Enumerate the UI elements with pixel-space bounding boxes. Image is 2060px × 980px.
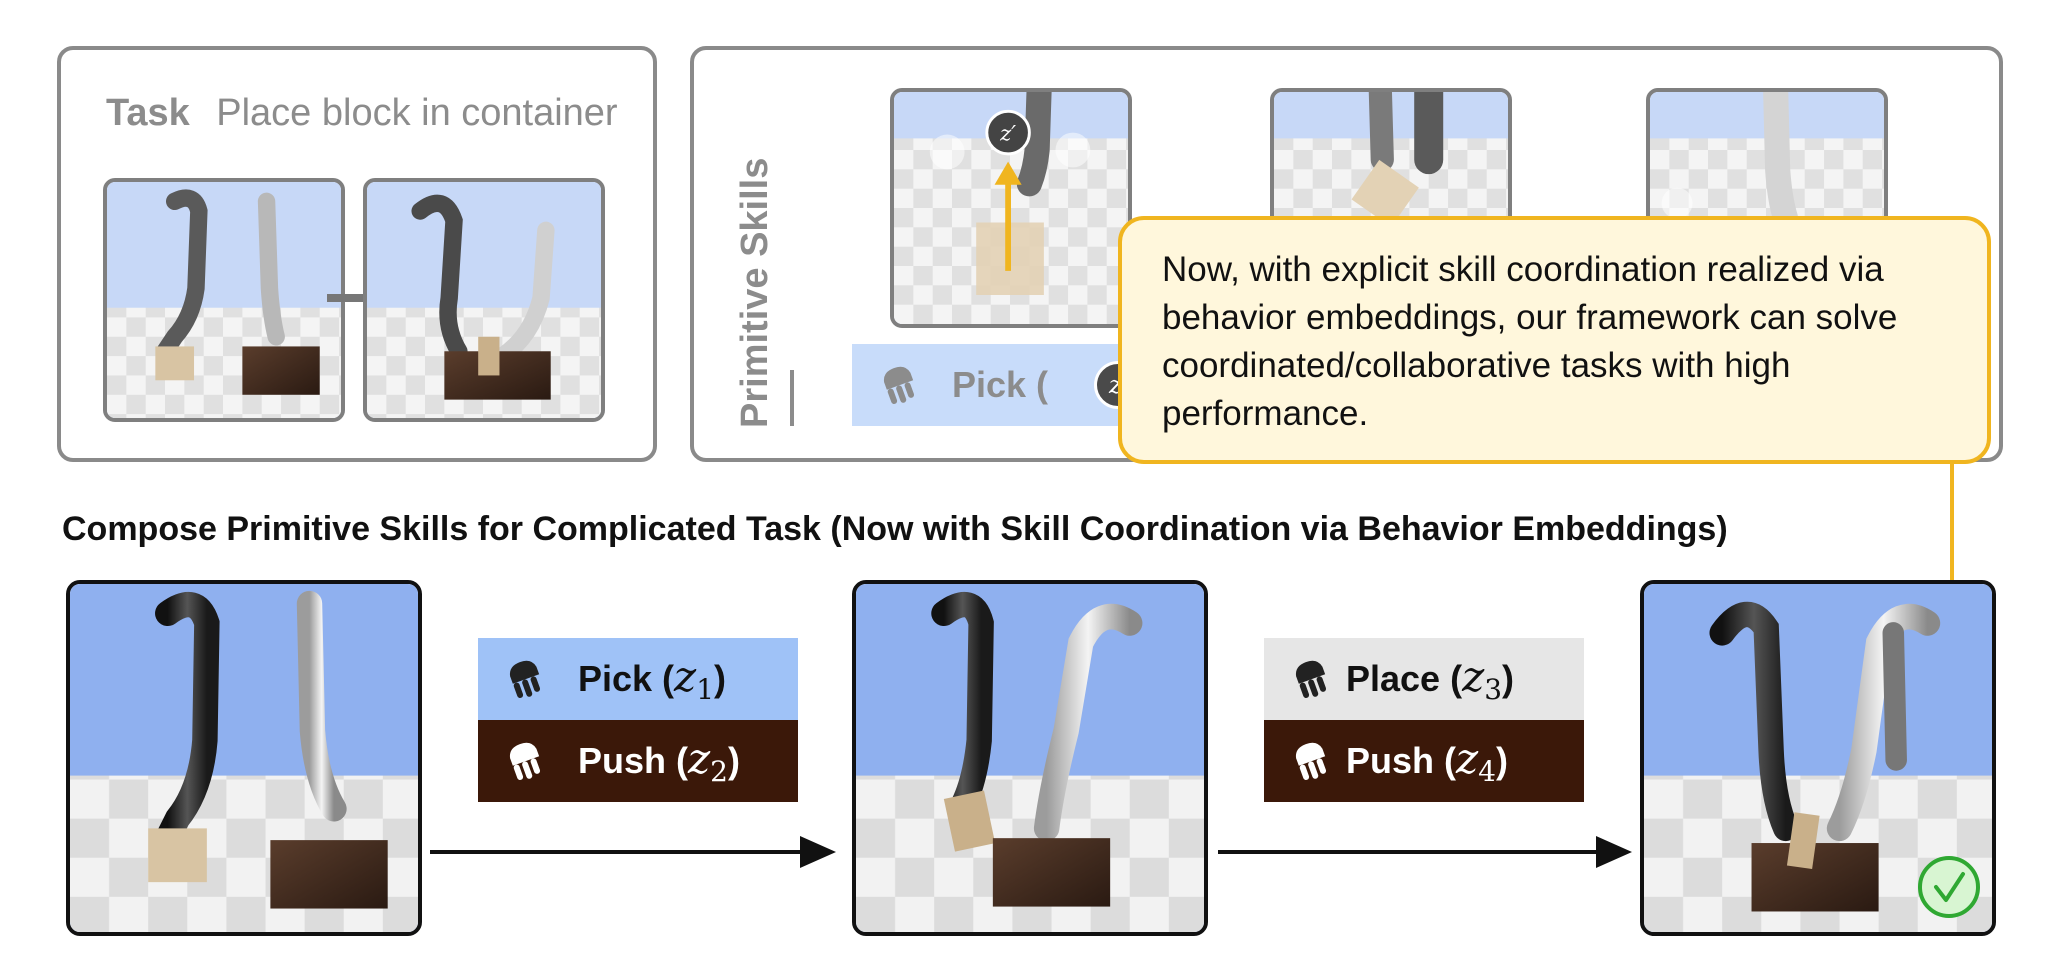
primitive-skill-image-1: z′ <box>890 88 1132 328</box>
sequence-frame-final <box>1640 580 1996 936</box>
task-initial-state-image <box>103 178 345 422</box>
task-panel: Task Place block in container <box>57 46 657 462</box>
skill-label: Pick (z1) <box>578 652 727 706</box>
task-label: Task <box>106 92 190 134</box>
robot-gripper-icon <box>1292 657 1332 701</box>
section-title: Compose Primitive Skills for Complicated… <box>62 510 1728 548</box>
skill-push-z4: Push (z4) <box>1264 720 1584 802</box>
arrow-right-icon <box>1218 832 1636 872</box>
skill-push-z2: Push (z2) <box>478 720 798 802</box>
primitive-skill-pill-label: Pick ( <box>952 364 1049 405</box>
callout-connector <box>1950 462 1954 602</box>
task-heading: Task Place block in container <box>106 92 618 135</box>
arrow-right-icon <box>430 832 840 872</box>
skill-pick-z1: Pick (z1) <box>478 638 798 720</box>
robot-gripper-icon <box>506 657 546 701</box>
task-goal-state-image <box>363 178 605 422</box>
svg-text:z′: z′ <box>999 121 1016 146</box>
task-description: Place block in container <box>216 92 618 134</box>
skill-label: Push (z4) <box>1346 734 1508 788</box>
robot-gripper-icon <box>506 739 546 783</box>
success-check-icon <box>1916 854 1982 920</box>
primitive-skills-title: Primitive Skills <box>734 157 776 428</box>
vertical-divider <box>790 370 794 426</box>
sequence-frame-intermediate <box>852 580 1208 936</box>
explanation-callout: Now, with explicit skill coordination re… <box>1118 216 1991 464</box>
skill-label: Place (z3) <box>1346 652 1515 706</box>
robot-gripper-icon <box>880 363 920 407</box>
skill-place-z3: Place (z3) <box>1264 638 1584 720</box>
sequence-frame-initial <box>66 580 422 936</box>
primitive-skill-pill-pick: Pick ( z′ <box>852 344 1142 426</box>
skill-label: Push (z2) <box>578 734 740 788</box>
robot-gripper-icon <box>1292 739 1332 783</box>
callout-text: Now, with explicit skill coordination re… <box>1162 250 1898 433</box>
